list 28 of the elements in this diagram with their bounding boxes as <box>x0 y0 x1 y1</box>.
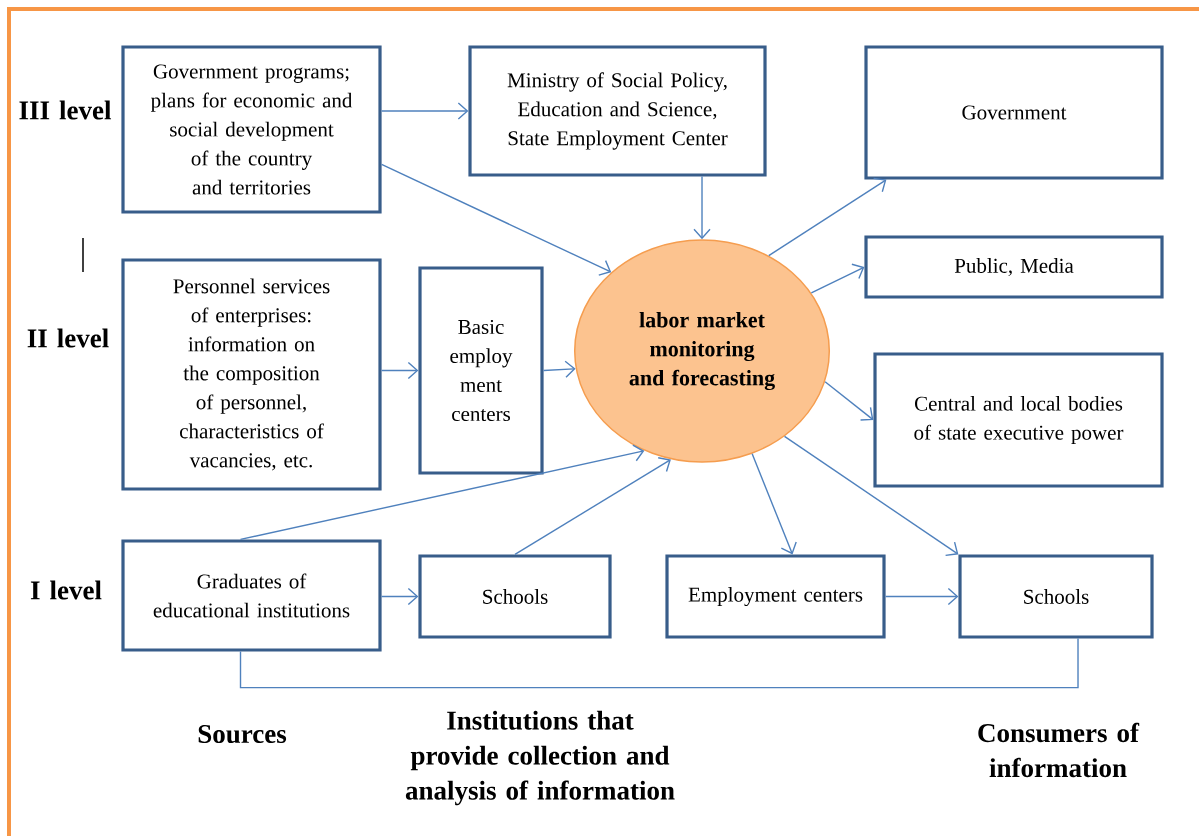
arrow <box>693 175 711 240</box>
arrow <box>380 587 419 606</box>
arrow <box>380 163 612 276</box>
arrow <box>239 444 645 541</box>
arrow <box>783 435 959 557</box>
process-box: Public, Media <box>864 235 1164 299</box>
process-box: Schools <box>418 554 612 639</box>
arrow <box>768 177 887 257</box>
level-label: Institutions that provide collection and analysis of information <box>405 710 675 806</box>
process-box: Basic employ ment centers <box>418 266 544 475</box>
arrow <box>751 453 797 555</box>
arrow <box>810 263 865 294</box>
arrow <box>514 457 671 556</box>
arrow <box>824 381 874 421</box>
process-box: Graduates of educational institutions <box>121 539 382 652</box>
arrow <box>380 361 419 380</box>
process-box: Government programs; plans for economic and social development of the country and territories <box>121 45 382 214</box>
arrow <box>542 360 576 378</box>
arrow <box>884 587 959 606</box>
level-label: Consumers of information <box>978 722 1140 778</box>
process-box: Personnel services of enterprises: information on the composition of personnel, characteristics of vacancies, etc. <box>121 258 382 491</box>
process-box: Schools <box>958 554 1154 639</box>
process-box: Employment centers <box>665 554 886 639</box>
process-box: Ministry of Social Policy, Education and Science, State Employment Center <box>468 45 767 177</box>
process-box: Central and local bodies of state executive power <box>873 352 1164 488</box>
process-box: Government <box>864 45 1164 180</box>
level-label: Sources <box>198 724 287 744</box>
arrow <box>380 102 469 120</box>
